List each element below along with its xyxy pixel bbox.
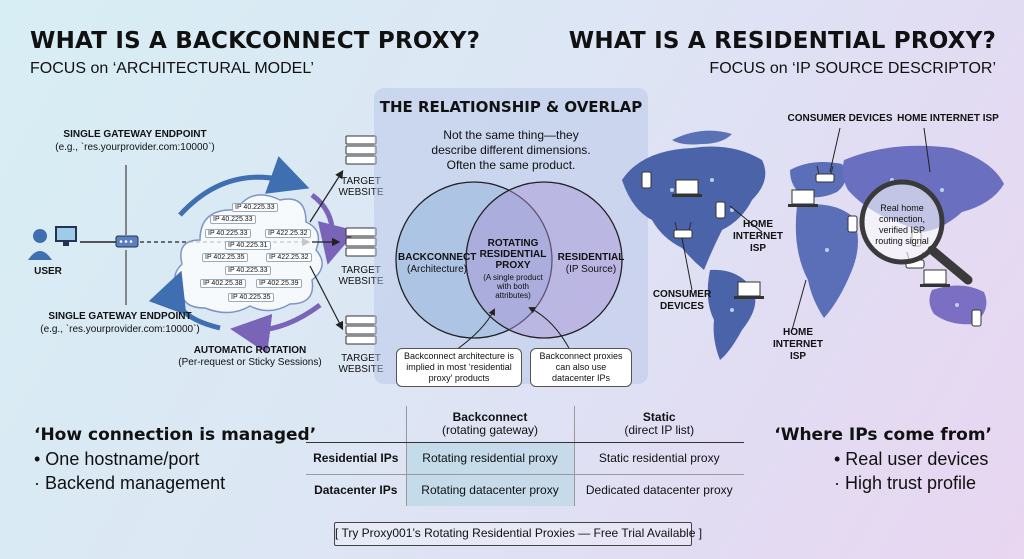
user-icon [28,226,77,260]
laptop-icon [788,189,818,207]
col-header-title: Static [642,409,676,424]
ip-chip: IP 422.25.32 [266,253,312,262]
callout-right: Backconnect proxies can also use datacen… [530,348,632,387]
venn-left-title: BACKCONNECT [398,252,477,263]
residential-title: WHAT IS A RESIDENTIAL PROXY? [568,28,996,54]
col-header-title: Backconnect [452,409,528,424]
ip-chip: IP 402.25.39 [256,279,302,288]
relationship-text: Not the same thing—they describe differe… [431,128,591,172]
ip-chip: IP 40.225.33 [210,215,256,224]
map-label-isp-mid: HOME INTERNET ISP [733,219,783,254]
venn-mid-sub: (A single product with both attributes) [483,273,543,300]
table-cell: Rotating residential proxy [405,442,574,475]
comparison-table: Backconnect (rotating gateway) Static (d… [306,406,744,506]
residential-subtitle: FOCUS on ‘IP SOURCE DESCRIPTOR’ [709,60,996,77]
router-icon [815,165,835,183]
table-row: Datacenter IPs Rotating datacenter proxy… [306,474,744,506]
gateway-top-title: SINGLE GATEWAY ENDPOINT [63,129,207,140]
table-cell: Rotating datacenter proxy [405,474,574,506]
venn-diagram [395,181,623,350]
phone-icon [715,201,726,219]
ip-chip: IP 40.225.33 [205,229,251,238]
backconnect-title: WHAT IS A BACKCONNECT PROXY? [30,28,481,54]
map-label-consumer-mid: CONSUMER DEVICES [652,289,712,312]
where-point: • Real user devices [834,449,989,469]
table-corner [306,406,406,443]
callout-left: Backconnect architecture is implied in m… [396,348,522,387]
ip-chip: IP 402.25.38 [200,279,246,288]
magnifier-icon [859,179,973,285]
col-header-sub: (direct IP list) [624,422,695,437]
table-row: Residential IPs Rotating residential pro… [306,442,744,475]
magnifier-text: Real home connection, verified ISP routi… [875,203,929,246]
ip-chip: IP 40.225.33 [232,203,278,212]
table-col-header: Backconnect (rotating gateway) [405,406,574,443]
where-heading: ‘Where IPs come from’ [774,425,992,445]
manage-point: · Backend management [34,473,226,493]
world-map [622,127,1004,360]
rotation-detail: (Per-request or Sticky Sessions) [178,357,322,368]
relationship-panel [374,88,648,384]
gateway-top-example: (e.g., `res.yourprovider.com:10000`) [55,142,215,153]
gateway-router-icon [115,235,139,248]
table-cell: Static residential proxy [573,442,744,475]
target-website-label: TARGET WEBSITE [338,176,384,198]
venn-mid-title: ROTATING RESIDENTIAL PROXY [479,238,547,271]
target-server-icon [345,227,377,257]
backconnect-subtitle: FOCUS on ‘ARCHITECTURAL MODEL’ [30,60,314,77]
target-server-icon [345,315,377,345]
map-label-consumer-top: CONSUMER DEVICES [787,113,893,124]
free-trial-link[interactable]: [ Try Proxy001’s Rotating Residential Pr… [334,522,702,546]
venn-right-sub: (IP Source) [565,264,617,275]
ip-chip: IP 40.225.33 [225,266,271,275]
target-server-icon [345,135,377,165]
manage-heading: ‘How connection is managed’ [34,425,317,445]
gateway-bottom-title: SINGLE GATEWAY ENDPOINT [48,311,192,322]
router-icon [673,221,693,239]
phone-icon [847,215,858,233]
row-label: Residential IPs [306,442,406,475]
laptop-icon [920,269,950,287]
where-point: · High trust profile [834,473,977,493]
col-header-sub: (rotating gateway) [441,422,539,437]
table-col-header: Static (direct IP list) [573,406,744,443]
venn-right-title: RESIDENTIAL [557,252,625,263]
laptop-icon [734,281,764,299]
ip-chip: IP 422.25.32 [265,229,311,238]
ip-chip: IP 40.225.31 [225,241,271,250]
table-cell: Dedicated datacenter proxy [573,474,744,506]
venn-left-sub: (Architecture) [406,264,467,275]
target-website-label: TARGET WEBSITE [338,265,384,287]
user-label: USER [34,266,62,277]
ip-chip: IP 40.225.35 [228,293,274,302]
gateway-bottom-example: (e.g., `res.yourprovider.com:10000`) [40,324,200,335]
manage-point: • One hostname/port [34,449,200,469]
phone-icon [641,171,652,189]
rotation-title: AUTOMATIC ROTATION [193,345,307,356]
laptop-icon [672,179,702,197]
target-website-label: TARGET WEBSITE [338,353,384,375]
map-label-isp-bottom: HOME INTERNET ISP [773,327,823,362]
phone-icon [971,309,982,327]
ip-chip: IP 402.25.35 [202,253,248,262]
relationship-title: THE RELATIONSHIP & OVERLAP [379,98,643,116]
map-label-isp-top: HOME INTERNET ISP [897,113,999,124]
row-label: Datacenter IPs [314,483,398,498]
